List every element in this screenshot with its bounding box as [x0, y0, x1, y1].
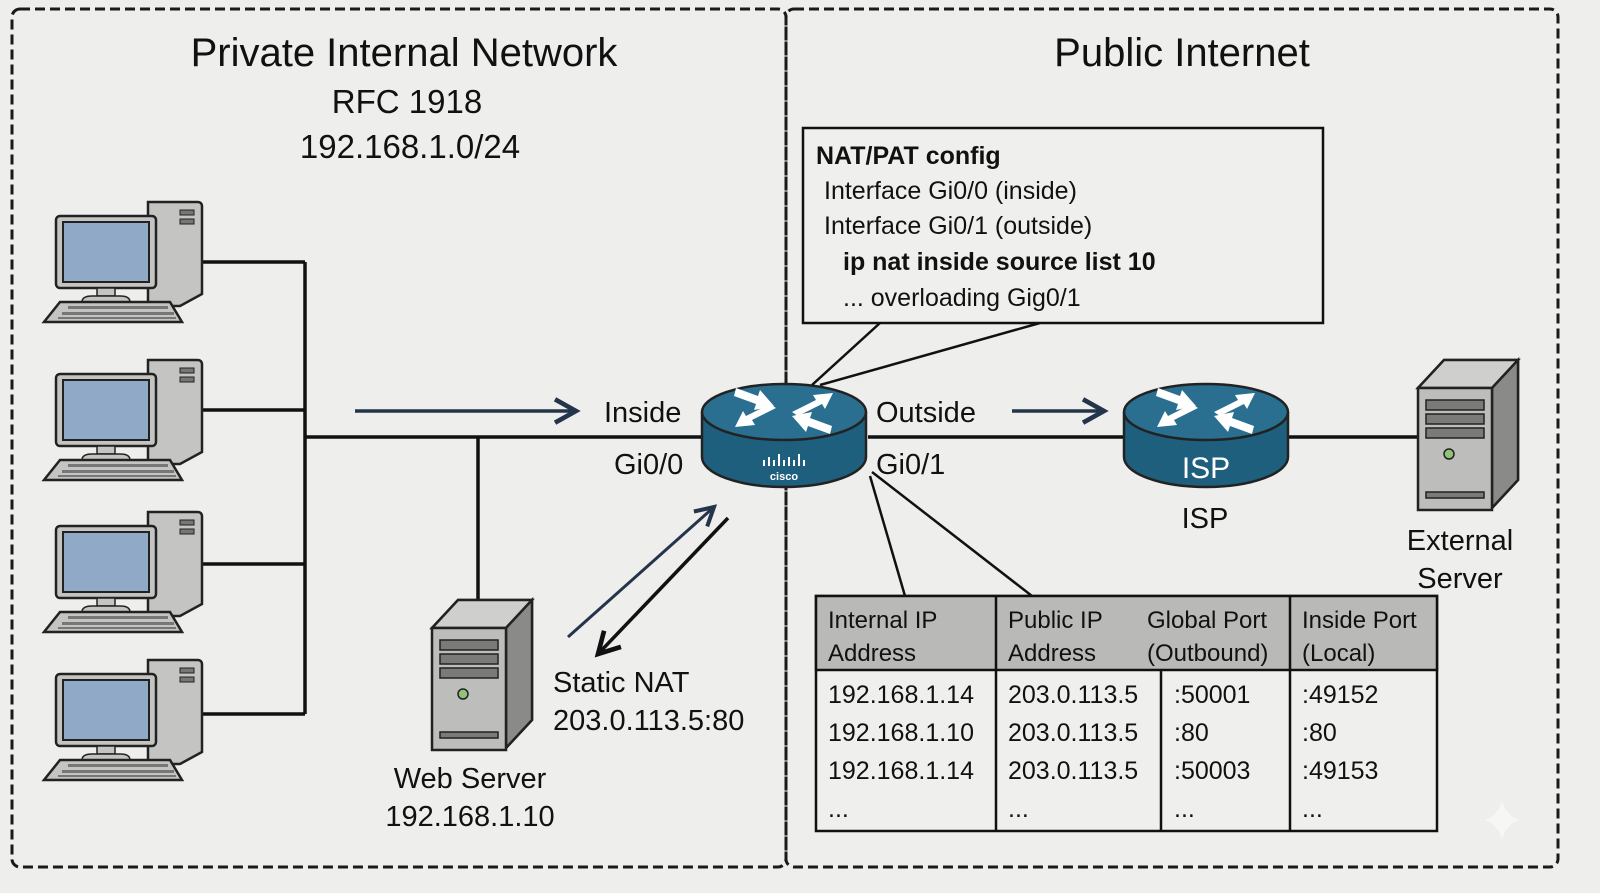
nat-config-line: ip nat inside source list 10 [843, 248, 1156, 276]
table-cell: :80 [1174, 719, 1209, 747]
nat-config-line: ... overloading Gig0/1 [843, 284, 1081, 312]
private-zone-title: Private Internal Network [191, 31, 619, 75]
table-cell: 192.168.1.10 [828, 719, 974, 747]
cisco-router-icon: cisco [700, 382, 868, 489]
sparkle-icon [1484, 800, 1520, 840]
table-header-cell: Internal IP [828, 607, 937, 634]
private-zone-subnet: 192.168.1.0/24 [300, 128, 520, 165]
table-header-cell: Global Port [1147, 607, 1267, 634]
table-cell: :80 [1302, 719, 1337, 747]
external-server-label-1: External [1407, 525, 1513, 557]
pc-1 [42, 200, 204, 324]
lan-wiring [203, 260, 1422, 716]
router-inside-iface: Gi0/0 [614, 449, 683, 481]
router-outside-label: Outside [876, 397, 976, 429]
table-cell: :49153 [1302, 757, 1378, 785]
web-server-label: Web Server [394, 763, 547, 795]
table-row: 192.168.1.14 203.0.113.5 :50003 :49153 [828, 757, 1378, 785]
nat-config-line: Interface Gi0/0 (inside) [824, 177, 1077, 205]
isp-label: ISP [1182, 503, 1229, 535]
pc-3 [42, 510, 204, 634]
router-outside-iface: Gi0/1 [876, 449, 945, 481]
nat-translation-table: Internal IP Address Public IP Address Global… [814, 594, 1439, 833]
table-header-cell: Address [828, 640, 916, 667]
table-cell: 192.168.1.14 [828, 757, 974, 785]
cisco-logo-bars [763, 454, 805, 466]
table-cell: ... [1008, 795, 1029, 823]
table-cell: :50003 [1174, 757, 1250, 785]
external-server-icon [1416, 358, 1520, 512]
table-header-cell: (Local) [1302, 640, 1375, 667]
table-cell: ... [1302, 795, 1323, 823]
table-row: 192.168.1.10 203.0.113.5 :80 :80 [828, 719, 1337, 747]
isp-router-badge: ISP [1182, 452, 1230, 485]
static-nat-inbound-arrow [567, 507, 714, 639]
nat-config-heading: NAT/PAT config [816, 142, 1001, 170]
router-inside-label: Inside [604, 397, 681, 429]
table-cell: :49152 [1302, 681, 1378, 709]
table-cell: ... [828, 795, 849, 823]
web-server-ip: 192.168.1.10 [385, 801, 554, 833]
table-row: ............ [828, 795, 1323, 823]
isp-router-icon: ISP [1122, 382, 1290, 489]
web-server-icon [430, 598, 534, 752]
pc-2 [42, 358, 204, 482]
table-header-cell: Public IP [1008, 607, 1103, 634]
static-nat-mapping: 203.0.113.5:80 [553, 705, 744, 737]
private-zone-subtitle: RFC 1918 [332, 83, 482, 120]
pc-4 [42, 658, 204, 782]
table-cell: 192.168.1.14 [828, 681, 974, 709]
static-nat-label: Static NAT [553, 667, 690, 699]
table-header-row [814, 594, 1439, 672]
table-header-cell: Address [1008, 640, 1096, 667]
table-cell: 203.0.113.5 [1008, 681, 1138, 709]
table-cell: 203.0.113.5 [1008, 719, 1138, 747]
table-header-cell: (Outbound) [1147, 640, 1268, 667]
nat-config-box: NAT/PAT config Interface Gi0/0 (inside) … [801, 126, 1325, 325]
static-nat-return-arrow [598, 516, 730, 654]
external-server-label-2: Server [1417, 563, 1503, 595]
nat-config-line: Interface Gi0/1 (outside) [824, 212, 1092, 240]
table-header-cell: Inside Port [1302, 607, 1417, 634]
cisco-logo-text: cisco [770, 471, 798, 483]
table-row: 192.168.1.14 203.0.113.5 :50001 :49152 [828, 681, 1378, 709]
table-cell: 203.0.113.5 [1008, 757, 1138, 785]
callout-lines [811, 321, 1041, 597]
table-cell: ... [1174, 795, 1195, 823]
table-cell: :50001 [1174, 681, 1250, 709]
public-zone-title: Public Internet [1054, 31, 1310, 75]
